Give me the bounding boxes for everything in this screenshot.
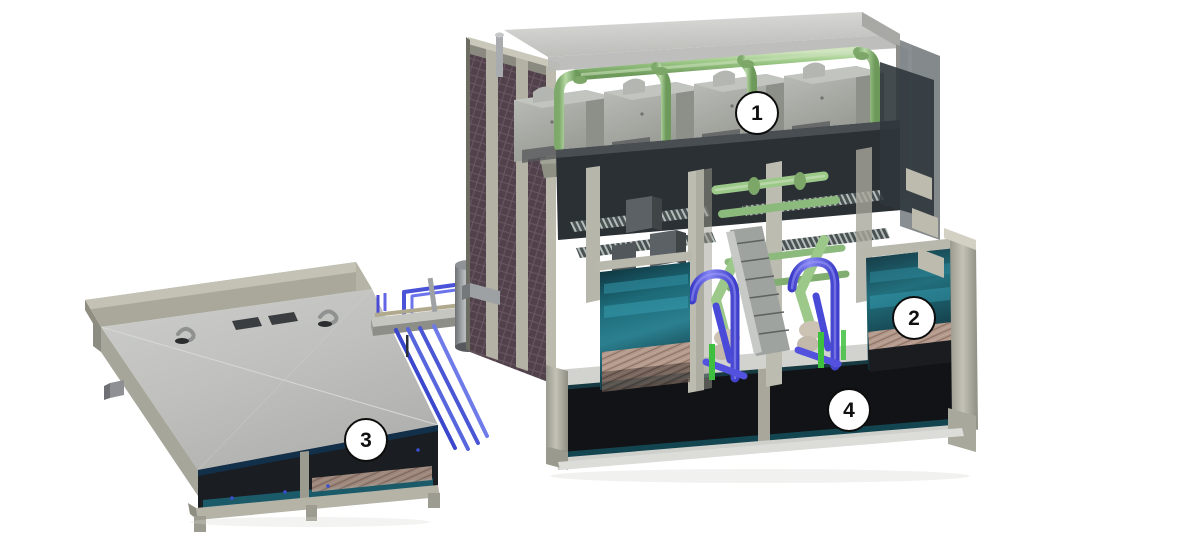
callout-label-4: 4 [843, 398, 855, 422]
filter-gallery [556, 120, 902, 393]
callout-marker-4[interactable]: 4 [827, 388, 871, 432]
right-filter-bay [862, 238, 956, 372]
callout-marker-1[interactable]: 1 [735, 91, 779, 135]
roof-hatches [232, 312, 298, 330]
callout-label-3: 3 [360, 428, 372, 452]
callout-label-1: 1 [751, 101, 763, 125]
green-pipe-manifold [554, 46, 880, 151]
callout-marker-3[interactable]: 3 [344, 418, 388, 462]
main-filtration-building [462, 12, 978, 470]
equipment-units [514, 62, 884, 163]
left-basin-building [85, 262, 440, 532]
blue-pipe-runs [394, 324, 489, 451]
callout-marker-2[interactable]: 2 [892, 296, 936, 340]
right-exterior-wall [880, 40, 978, 452]
callout-label-2: 2 [908, 306, 920, 330]
central-staircase [726, 226, 790, 356]
roof-vents [175, 309, 339, 344]
left-filter-bays [596, 251, 692, 392]
